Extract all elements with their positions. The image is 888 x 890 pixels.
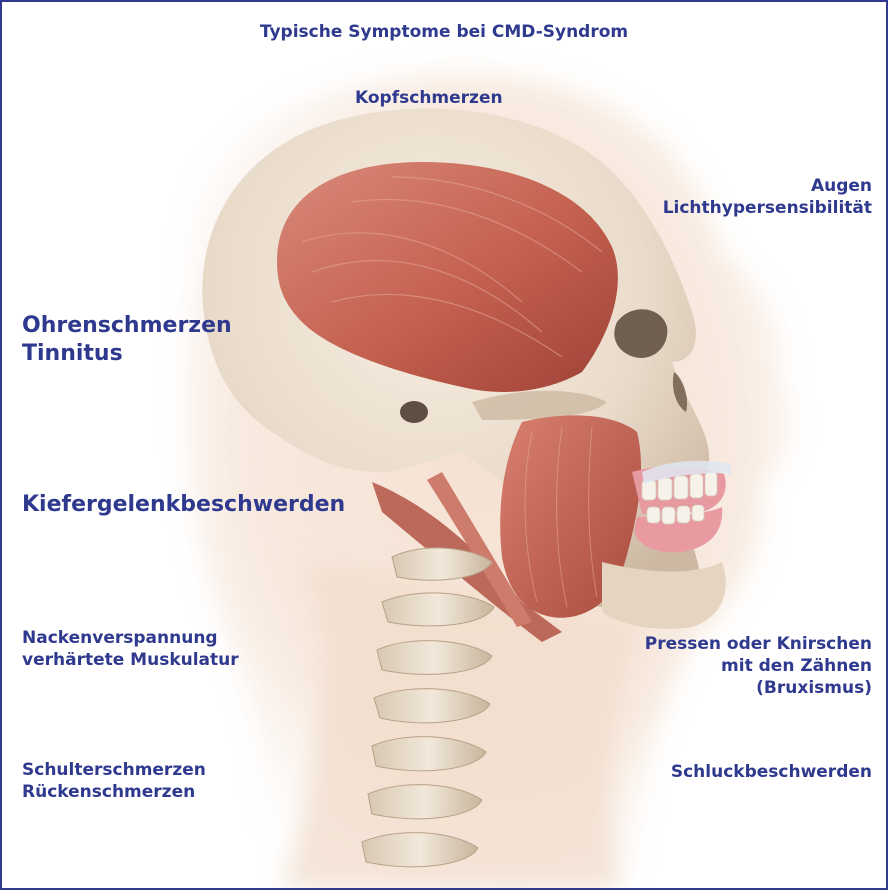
label-bruxismus: Pressen oder Knirschen mit den Zähnen (B…: [645, 634, 872, 699]
ohrenschmerzen-text: Ohrenschmerzen: [22, 312, 232, 340]
label-kiefergelenk: Kiefergelenkbeschwerden: [22, 491, 345, 519]
label-kopfschmerzen: Kopfschmerzen: [355, 88, 503, 110]
kopfschmerzen-text: Kopfschmerzen: [355, 88, 503, 110]
augen-text: Augen: [663, 176, 872, 198]
label-schulter: Schulterschmerzen Rückenschmerzen: [22, 760, 206, 804]
rueckenschmerzen-text: Rückenschmerzen: [22, 782, 206, 804]
zaehnen-text: mit den Zähnen: [645, 656, 872, 678]
nackenverspannung-text: Nackenverspannung: [22, 628, 239, 650]
diagram-title: Typische Symptome bei CMD-Syndrom: [2, 22, 886, 44]
label-schluck: Schluckbeschwerden: [671, 762, 872, 784]
title-text: Typische Symptome bei CMD-Syndrom: [2, 22, 886, 44]
label-ohren: Ohrenschmerzen Tinnitus: [22, 312, 232, 368]
schluckbeschwerden-text: Schluckbeschwerden: [671, 762, 872, 784]
muskulatur-text: verhärtete Muskulatur: [22, 650, 239, 672]
bruxismus-text: (Bruxismus): [645, 678, 872, 700]
label-augen: Augen Lichthypersensibilität: [663, 176, 872, 220]
pressen-text: Pressen oder Knirschen: [645, 634, 872, 656]
label-nacken: Nackenverspannung verhärtete Muskulatur: [22, 628, 239, 672]
lichthypersensibilitaet-text: Lichthypersensibilität: [663, 198, 872, 220]
schulterschmerzen-text: Schulterschmerzen: [22, 760, 206, 782]
tinnitus-text: Tinnitus: [22, 340, 232, 368]
kiefergelenk-text: Kiefergelenkbeschwerden: [22, 491, 345, 519]
